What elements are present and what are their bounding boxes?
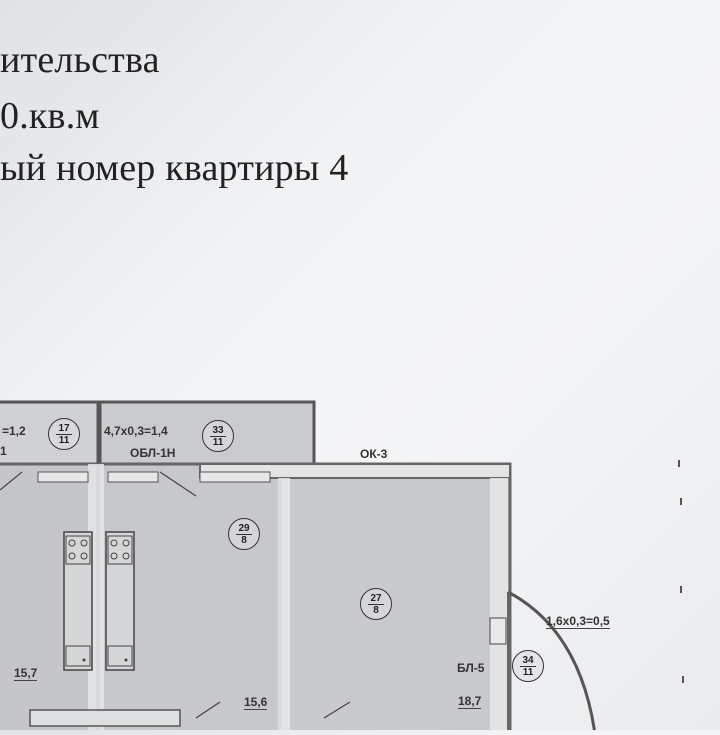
room-area-1: 15,7 [14,666,38,681]
window-code-ok3: ОК-3 [360,447,388,461]
margin-tick [680,586,682,593]
dimension-label-f: 1,6x0,3=0,5 [546,614,610,629]
header-line-3: ый номер квартиры 4 [0,147,349,189]
floor-plan: =1,2 1 4,7x0,3=1,4 ОБЛ-1Н ОК-3 1,6x0,3=0… [0,380,720,735]
header-line-2: 0.кв.м [0,95,100,137]
header-line-1: ительства [0,39,160,81]
room-area-3: 18,7 [458,694,482,709]
margin-tick [682,676,684,683]
floor-plan-drawing [0,400,597,735]
window-code-label: ОБЛ-1Н [130,446,176,460]
dimension-label-c: 4,7x0,3=1,4 [104,424,168,438]
margin-tick [678,460,680,467]
balcony-code-label: БЛ-5 [457,661,485,675]
dimension-label-a: =1,2 [2,424,26,438]
room-area-2: 15,6 [244,695,268,710]
margin-tick [680,498,682,505]
dimension-label-b: 1 [0,444,7,458]
